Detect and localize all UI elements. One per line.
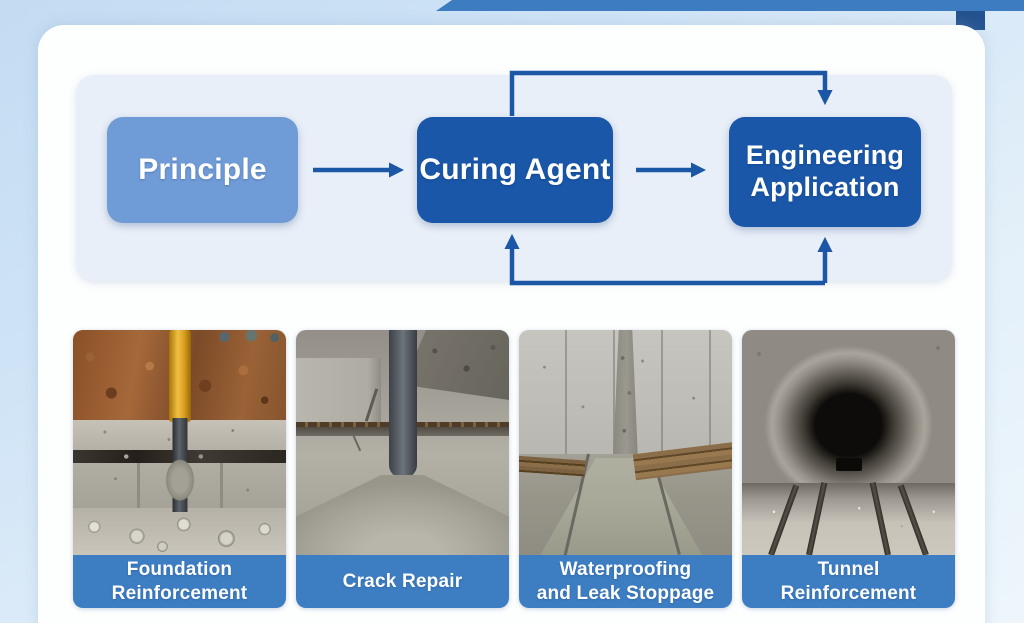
application-card-foundation-reinforcement: Foundation Reinforcement: [73, 330, 286, 608]
rubble-pile: [73, 508, 286, 555]
flow-node-curing-agent-label: Curing Agent: [419, 153, 611, 186]
application-caption-waterproofing: Waterproofing and Leak Stoppage: [519, 555, 732, 608]
flow-node-engineering-application: Engineering Application: [729, 117, 921, 227]
flow-node-curing-agent: Curing Agent: [417, 117, 613, 223]
application-caption-crack-repair: Crack Repair: [296, 555, 509, 608]
wet-cement-fan: [296, 475, 509, 555]
applications-row: Foundation Reinforcement Crack Repair: [73, 330, 955, 608]
vertical-repair-groove: [388, 330, 417, 478]
foundation-with-grout-pipe-photo: [73, 330, 286, 555]
vehicle-silhouette: [835, 458, 862, 471]
application-card-tunnel-reinforcement: Tunnel Reinforcement: [742, 330, 955, 608]
application-card-crack-repair: Crack Repair: [296, 330, 509, 608]
application-caption-tunnel: Tunnel Reinforcement: [742, 555, 955, 608]
rough-concrete-patch: [402, 330, 509, 400]
top-accent-band: [436, 0, 1024, 11]
application-caption-foundation: Foundation Reinforcement: [73, 555, 286, 608]
flow-node-principle: Principle: [107, 117, 298, 223]
railway-tunnel-portal-photo: [742, 330, 955, 555]
flow-node-principle-label: Principle: [138, 153, 267, 186]
concrete-crack-grouting-photo: [296, 330, 509, 555]
flow-node-engineering-application-label: Engineering Application: [745, 140, 905, 202]
grout-blob: [159, 454, 200, 512]
yellow-grout-pipe: [168, 330, 191, 422]
application-card-waterproofing: Waterproofing and Leak Stoppage: [519, 330, 732, 608]
wall-seam-and-trench-photo: [519, 330, 732, 555]
distant-trees: [209, 330, 286, 344]
